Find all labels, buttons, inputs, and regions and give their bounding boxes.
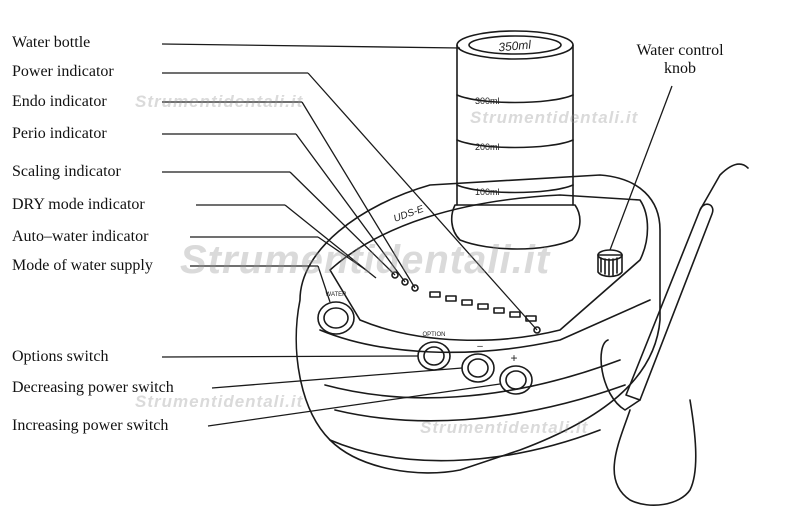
plus-button xyxy=(499,365,533,395)
device-body xyxy=(295,174,661,474)
minus-text: – xyxy=(477,341,483,352)
device-lower-band-2 xyxy=(334,384,626,422)
watermark-1: Strumentidentali.it xyxy=(135,92,304,111)
label-dry-mode-indicator: DRY mode indicator xyxy=(12,196,145,213)
option-button-text: OPTION xyxy=(422,332,445,338)
bottle-cap-text: 350ml xyxy=(498,38,532,55)
label-power-indicator: Power indicator xyxy=(12,63,114,80)
label-water-bottle: Water bottle xyxy=(12,34,91,51)
label-endo-indicator: Endo indicator xyxy=(12,93,107,110)
label-auto-water-indicator: Auto–water indicator xyxy=(12,228,149,245)
bottle-holder xyxy=(450,204,581,250)
label-water-control-line2: knob xyxy=(664,60,696,77)
watermark-4: Strumentidentali.it xyxy=(135,392,304,411)
leader-increasing xyxy=(207,383,501,427)
leader-decreasing xyxy=(211,367,463,389)
leader-options xyxy=(161,355,419,358)
label-perio-indicator: Perio indicator xyxy=(12,125,107,142)
plus-text: + xyxy=(510,351,517,365)
device-top-panel xyxy=(329,194,649,341)
leader-water-bottle xyxy=(161,43,461,49)
device-base xyxy=(329,429,601,462)
water-knob xyxy=(597,254,623,278)
mark-200: 200ml xyxy=(475,142,500,152)
label-decreasing-power-switch: Decreasing power switch xyxy=(12,379,174,396)
label-options-switch: Options switch xyxy=(12,348,109,365)
label-water-control-knob: Water control knob xyxy=(610,42,750,78)
water-button-text: WATER xyxy=(326,292,348,298)
label-water-control-line1: Water control xyxy=(636,42,724,59)
watermark-3: Strumentidentali.it xyxy=(180,238,551,282)
leader-water-knob xyxy=(609,85,673,251)
label-increasing-power-switch: Increasing power switch xyxy=(12,417,169,434)
bottle-body xyxy=(456,44,574,206)
water-button xyxy=(317,301,355,335)
watermark-2: Strumentidentali.it xyxy=(470,108,639,127)
mark-300: 300ml xyxy=(475,96,500,106)
label-scaling-indicator: Scaling indicator xyxy=(12,163,121,180)
label-mode-water-supply: Mode of water supply xyxy=(12,257,153,274)
handpiece-holder xyxy=(600,339,641,411)
device-front-face xyxy=(319,299,651,354)
handpiece-cord xyxy=(613,399,697,506)
handpiece xyxy=(625,203,714,401)
model-text: UDS-E xyxy=(392,204,425,225)
watermark-5: Strumentidentali.it xyxy=(420,418,589,437)
mark-100: 100ml xyxy=(475,187,500,197)
device-lower-band xyxy=(324,359,621,399)
